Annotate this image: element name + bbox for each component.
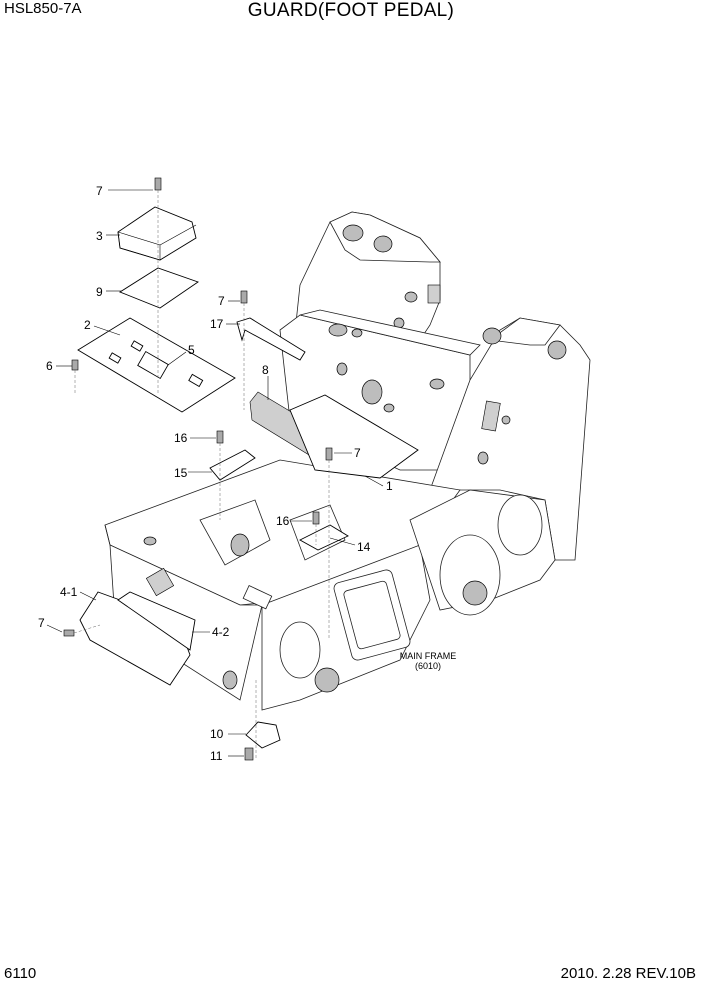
part-17-bracket xyxy=(236,317,306,361)
callout-7: 7 xyxy=(354,446,361,460)
page-number: 6110 xyxy=(4,965,37,982)
part-10-plate xyxy=(245,721,281,749)
callout-5: 5 xyxy=(188,343,195,357)
callout-4-2: 4-2 xyxy=(212,625,230,639)
callout-7: 7 xyxy=(38,616,45,630)
callout-1: 1 xyxy=(386,479,393,493)
revision-date: 2010. 2.28 REV.10B xyxy=(560,965,696,982)
model-number: HSL850-7A xyxy=(4,0,82,17)
callout-8: 8 xyxy=(262,363,269,377)
part-2-floor-plate xyxy=(77,317,236,413)
callout-labels: 7 3 9 2 5 6 7 17 8 16 15 7 1 16 14 4-1 4… xyxy=(38,184,456,763)
part-9-plate xyxy=(119,267,199,309)
callout-14: 14 xyxy=(357,540,371,554)
callout-4-1: 4-1 xyxy=(60,585,78,599)
callout-15: 15 xyxy=(174,466,188,480)
assembly-lines xyxy=(73,190,330,760)
leader-lines xyxy=(46,189,384,757)
part-14-bracket xyxy=(299,524,349,551)
callout-3: 3 xyxy=(96,229,103,243)
part-1-floor-guard xyxy=(289,394,419,479)
callout-2: 2 xyxy=(84,318,91,332)
part-15-plate xyxy=(209,449,256,481)
callout-17: 17 xyxy=(210,317,224,331)
callout-9: 9 xyxy=(96,285,103,299)
callout-16: 16 xyxy=(276,514,290,528)
main-frame-ref: (6010) xyxy=(415,661,441,671)
callout-11: 11 xyxy=(210,749,223,763)
callout-7: 7 xyxy=(96,184,103,198)
page-title: GUARD(FOOT PEDAL) xyxy=(247,0,455,21)
part-4-guard xyxy=(79,591,196,686)
callout-16: 16 xyxy=(174,431,188,445)
callout-6: 6 xyxy=(46,359,53,373)
part-3-cover xyxy=(117,206,197,261)
main-frame-label: MAIN FRAME xyxy=(400,651,457,661)
callout-7: 7 xyxy=(218,294,225,308)
callout-10: 10 xyxy=(210,727,224,741)
